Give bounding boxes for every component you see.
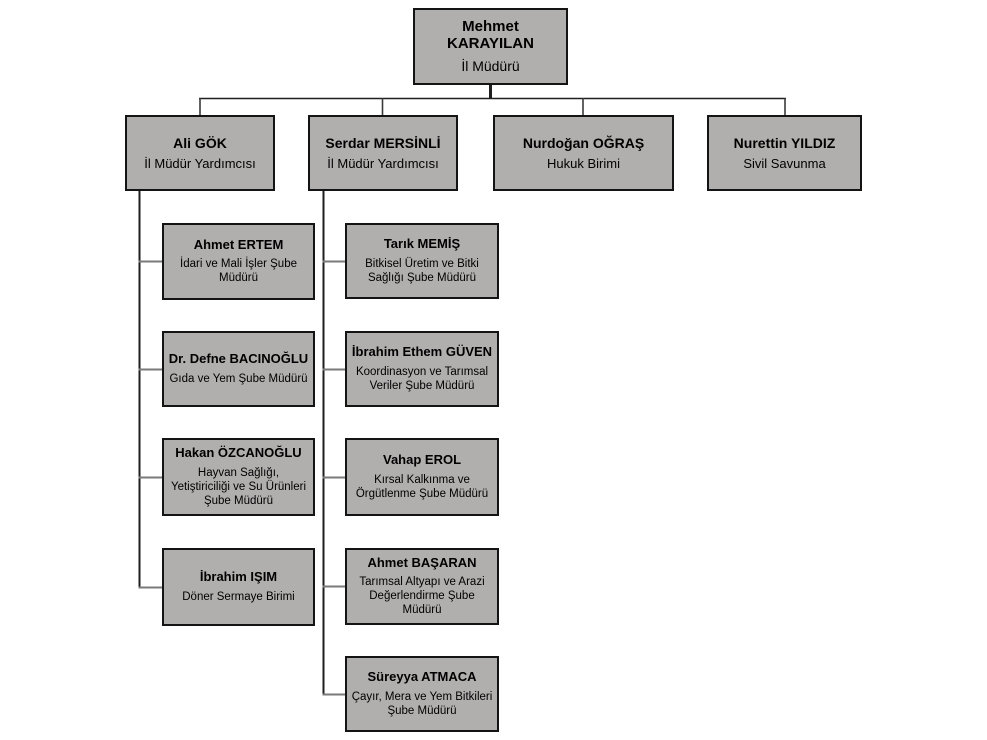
org-node-il-mudur-yardimcisi-gok: Ali GÖK İl Müdür Yardımcısı xyxy=(125,115,275,191)
person-role: İl Müdürü xyxy=(461,57,520,74)
org-node-il-mudur-yardimcisi-mersinli: Serdar MERSİNLİ İl Müdür Yardımcısı xyxy=(308,115,458,191)
person-role: İdari ve Mali İşler Şube Müdürü xyxy=(180,258,297,285)
org-node-hukuk-birimi: Nurdoğan OĞRAŞ Hukuk Birimi xyxy=(493,115,674,191)
person-role: Döner Sermaye Birimi xyxy=(182,590,295,603)
person-role: Sivil Savunma xyxy=(743,155,826,171)
org-node-doner-sermaye: İbrahim IŞIM Döner Sermaye Birimi xyxy=(162,548,315,626)
person-name: Ahmet ERTEM xyxy=(193,236,284,252)
person-role: Hukuk Birimi xyxy=(547,155,620,171)
person-role: Tarımsal Altyapı ve Arazi Değerlendirme … xyxy=(359,576,485,617)
person-name: Ali GÖK xyxy=(173,134,227,151)
person-name: Mehmet KARAYILAN xyxy=(447,18,534,53)
org-node-gida-ve-yem: Dr. Defne BACINOĞLU Gıda ve Yem Şube Müd… xyxy=(162,331,315,407)
person-name: İbrahim Ethem GÜVEN xyxy=(351,344,493,360)
person-role: Gıda ve Yem Şube Müdürü xyxy=(169,372,308,385)
org-node-koordinasyon-tarimsal-veriler: İbrahim Ethem GÜVEN Koordinasyon ve Tarı… xyxy=(345,331,499,407)
person-name: Nurdoğan OĞRAŞ xyxy=(522,134,645,151)
person-role: Kırsal Kalkınma ve Örgütlenme Şube Müdür… xyxy=(355,473,489,500)
org-node-bitkisel-uretim: Tarık MEMİŞ Bitkisel Üretim ve Bitki Sağ… xyxy=(345,223,499,299)
org-node-cayir-mera-yem: Süreyya ATMACA Çayır, Mera ve Yem Bitkil… xyxy=(345,656,499,732)
person-name: Hakan ÖZCANOĞLU xyxy=(175,445,302,460)
org-node-il-muduru: Mehmet KARAYILAN İl Müdürü xyxy=(413,8,568,85)
person-name: Dr. Defne BACINOĞLU xyxy=(168,351,309,367)
person-role: Koordinasyon ve Tarımsal Veriler Şube Mü… xyxy=(355,365,489,392)
org-node-idari-mali-isler: Ahmet ERTEM İdari ve Mali İşler Şube Müd… xyxy=(162,223,315,300)
person-role: Bitkisel Üretim ve Bitki Sağlığı Şube Mü… xyxy=(365,257,479,284)
person-role: Hayvan Sağlığı, Yetiştiriciliği ve Su Ür… xyxy=(170,466,307,507)
person-role: İl Müdür Yardımcısı xyxy=(144,155,256,171)
org-node-kirsal-kalkinma: Vahap EROL Kırsal Kalkınma ve Örgütlenme… xyxy=(345,438,499,516)
person-name: Ahmet BAŞARAN xyxy=(367,554,477,570)
org-node-sivil-savunma: Nurettin YILDIZ Sivil Savunma xyxy=(707,115,862,191)
org-node-hayvan-sagligi: Hakan ÖZCANOĞLU Hayvan Sağlığı, Yetiştir… xyxy=(162,438,315,516)
person-name: Serdar MERSİNLİ xyxy=(325,134,441,151)
person-name: İbrahim IŞIM xyxy=(199,569,278,585)
person-role: İl Müdür Yardımcısı xyxy=(327,155,439,171)
person-name: Tarık MEMİŞ xyxy=(383,236,461,252)
person-role: Çayır, Mera ve Yem Bitkileri Şube Müdürü xyxy=(351,690,493,717)
person-name: Süreyya ATMACA xyxy=(367,669,477,685)
person-name: Nurettin YILDIZ xyxy=(733,134,836,151)
person-name: Vahap EROL xyxy=(382,452,462,468)
org-node-tarimsal-altyapi: Ahmet BAŞARAN Tarımsal Altyapı ve Arazi … xyxy=(345,548,499,625)
